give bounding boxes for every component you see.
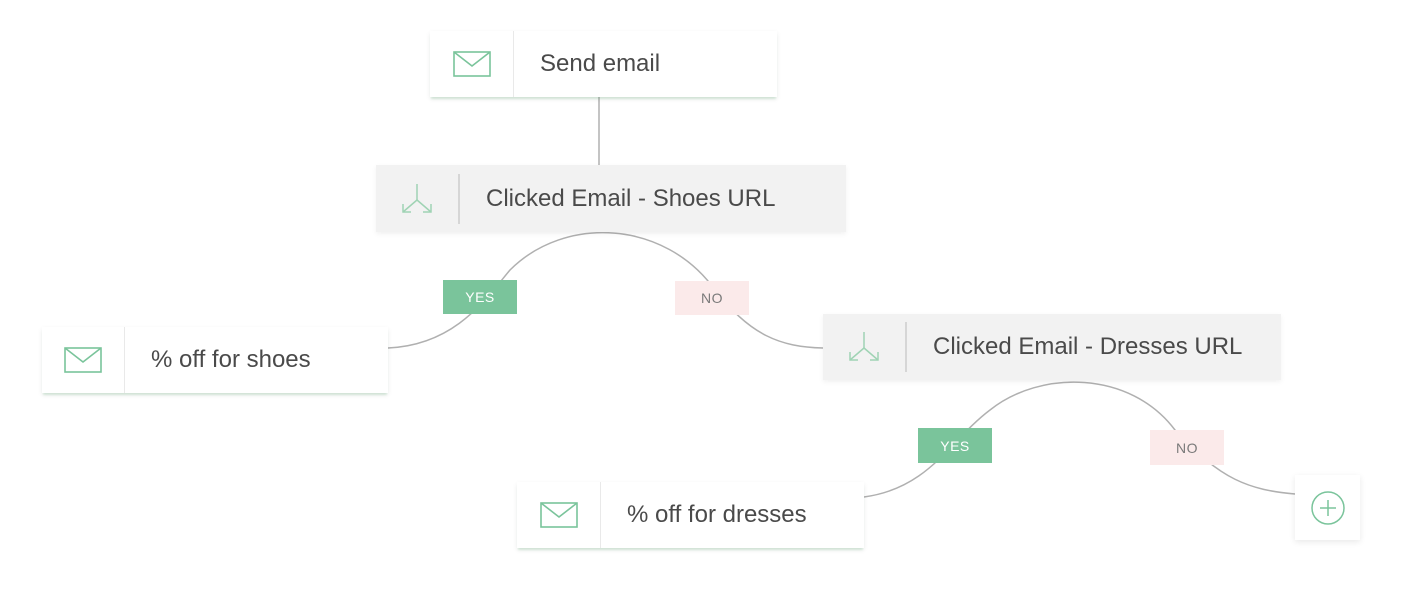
envelope-icon — [452, 51, 491, 77]
connector-shoes-branch — [387, 231, 824, 349]
envelope-icon — [539, 502, 578, 528]
condition-shoes-icon-cell — [376, 173, 460, 224]
condition-shoes-label: Clicked Email - Shoes URL — [486, 184, 776, 212]
yes-badge-dresses[interactable]: YES — [918, 428, 992, 463]
shoes-offer-icon-cell — [42, 327, 125, 393]
envelope-icon — [64, 347, 102, 373]
condition-dresses-label: Clicked Email - Dresses URL — [933, 333, 1243, 360]
dresses-offer-icon-cell — [517, 482, 601, 548]
split-icon — [849, 332, 879, 361]
shoes-offer-node[interactable]: % off for shoes — [42, 327, 388, 393]
send-email-node[interactable]: Send email — [430, 31, 777, 97]
yes-badge-shoes[interactable]: YES — [443, 280, 517, 314]
condition-dresses-icon-cell — [823, 322, 907, 372]
dresses-offer-label: % off for dresses — [627, 501, 807, 528]
split-icon — [402, 183, 432, 213]
send-email-icon-cell — [430, 31, 514, 97]
send-email-label: Send email — [540, 50, 661, 77]
condition-node-shoes[interactable]: Clicked Email - Shoes URL — [376, 165, 846, 232]
no-badge-shoes[interactable]: NO — [675, 281, 749, 315]
no-badge-dresses[interactable]: NO — [1150, 430, 1224, 465]
plus-circle-icon — [1310, 490, 1345, 525]
shoes-offer-label: % off for shoes — [151, 346, 311, 373]
dresses-offer-node[interactable]: % off for dresses — [517, 482, 864, 548]
condition-node-dresses[interactable]: Clicked Email - Dresses URL — [823, 314, 1281, 380]
add-step-button[interactable] — [1295, 475, 1360, 540]
